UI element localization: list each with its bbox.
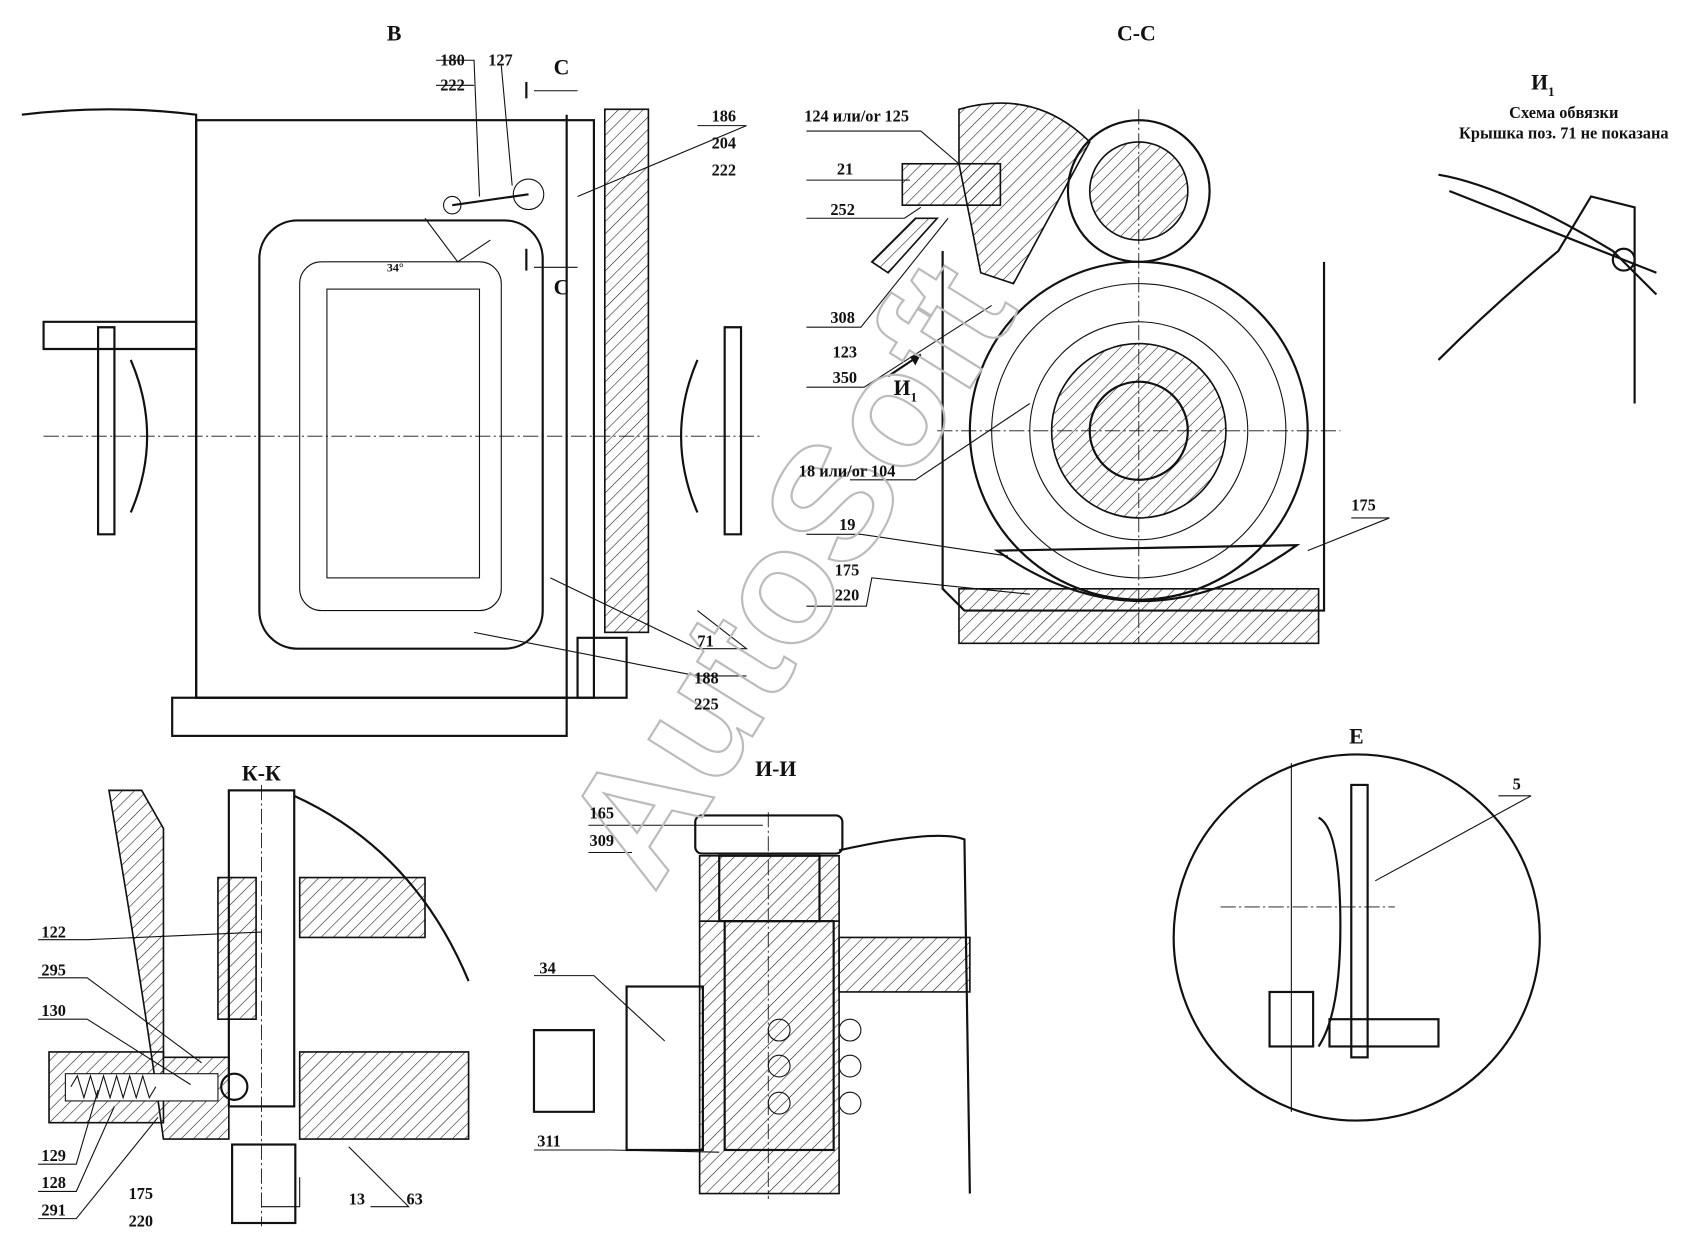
i1-caption-line1: Схема обвязки [1509, 103, 1618, 122]
label-295: 295 [41, 961, 66, 980]
label-188: 188 [694, 669, 719, 688]
label-225: 225 [694, 695, 719, 714]
label-71: 71 [697, 632, 713, 651]
label-222: 222 [440, 76, 465, 95]
view-e-drawing [1172, 753, 1541, 1122]
label-128: 128 [41, 1173, 66, 1192]
label-13: 13 [349, 1189, 365, 1208]
label-309: 309 [590, 831, 615, 850]
label-63: 63 [406, 1189, 422, 1208]
title-section-ii: И-И [755, 757, 796, 781]
title-section-cc: C-C [1117, 22, 1156, 46]
section-ii-drawing [532, 812, 971, 1200]
title-section-kk: К-К [242, 762, 281, 786]
label-21: 21 [837, 160, 853, 179]
label-130: 130 [41, 1001, 66, 1020]
angle-label: 34° [387, 261, 404, 275]
title-view-b: B [387, 22, 402, 46]
label-180: 180 [440, 51, 465, 70]
view-b-drawing [21, 59, 763, 737]
label-186: 186 [712, 106, 737, 125]
label-175a: 175 [835, 561, 860, 580]
i1-caption-line2: Крышка поз. 71 не показана [1459, 124, 1669, 143]
label-175: 175 [129, 1184, 154, 1203]
label-19: 19 [839, 515, 855, 534]
cut-label-c-bottom: C [554, 276, 570, 300]
label-18-104: 18 или/or 104 [799, 462, 896, 481]
label-308: 308 [830, 308, 855, 327]
label-222b: 222 [712, 161, 737, 180]
arrow-label-i1: И1 [894, 376, 917, 405]
section-cc-drawing [806, 102, 1390, 645]
label-291: 291 [41, 1200, 66, 1219]
label-5: 5 [1513, 774, 1521, 793]
view-i1-drawing [1437, 173, 1658, 404]
label-122: 122 [41, 922, 66, 941]
label-34: 34 [539, 958, 555, 977]
label-127: 127 [488, 51, 513, 70]
title-view-i1: И1 [1531, 71, 1554, 100]
title-view-e: E [1349, 725, 1364, 749]
label-311: 311 [537, 1132, 561, 1151]
label-220-kk: 220 [129, 1211, 154, 1230]
label-123: 123 [833, 343, 858, 362]
label-252: 252 [830, 200, 855, 219]
label-204: 204 [712, 134, 737, 153]
label-129: 129 [41, 1146, 66, 1165]
label-165: 165 [590, 804, 615, 823]
cut-label-c-top: C [554, 55, 570, 79]
section-kk-drawing [38, 784, 470, 1227]
label-175b: 175 [1351, 495, 1375, 514]
label-350: 350 [833, 368, 858, 387]
label-124-125: 124 или/or 125 [804, 106, 909, 125]
label-220: 220 [835, 586, 860, 605]
